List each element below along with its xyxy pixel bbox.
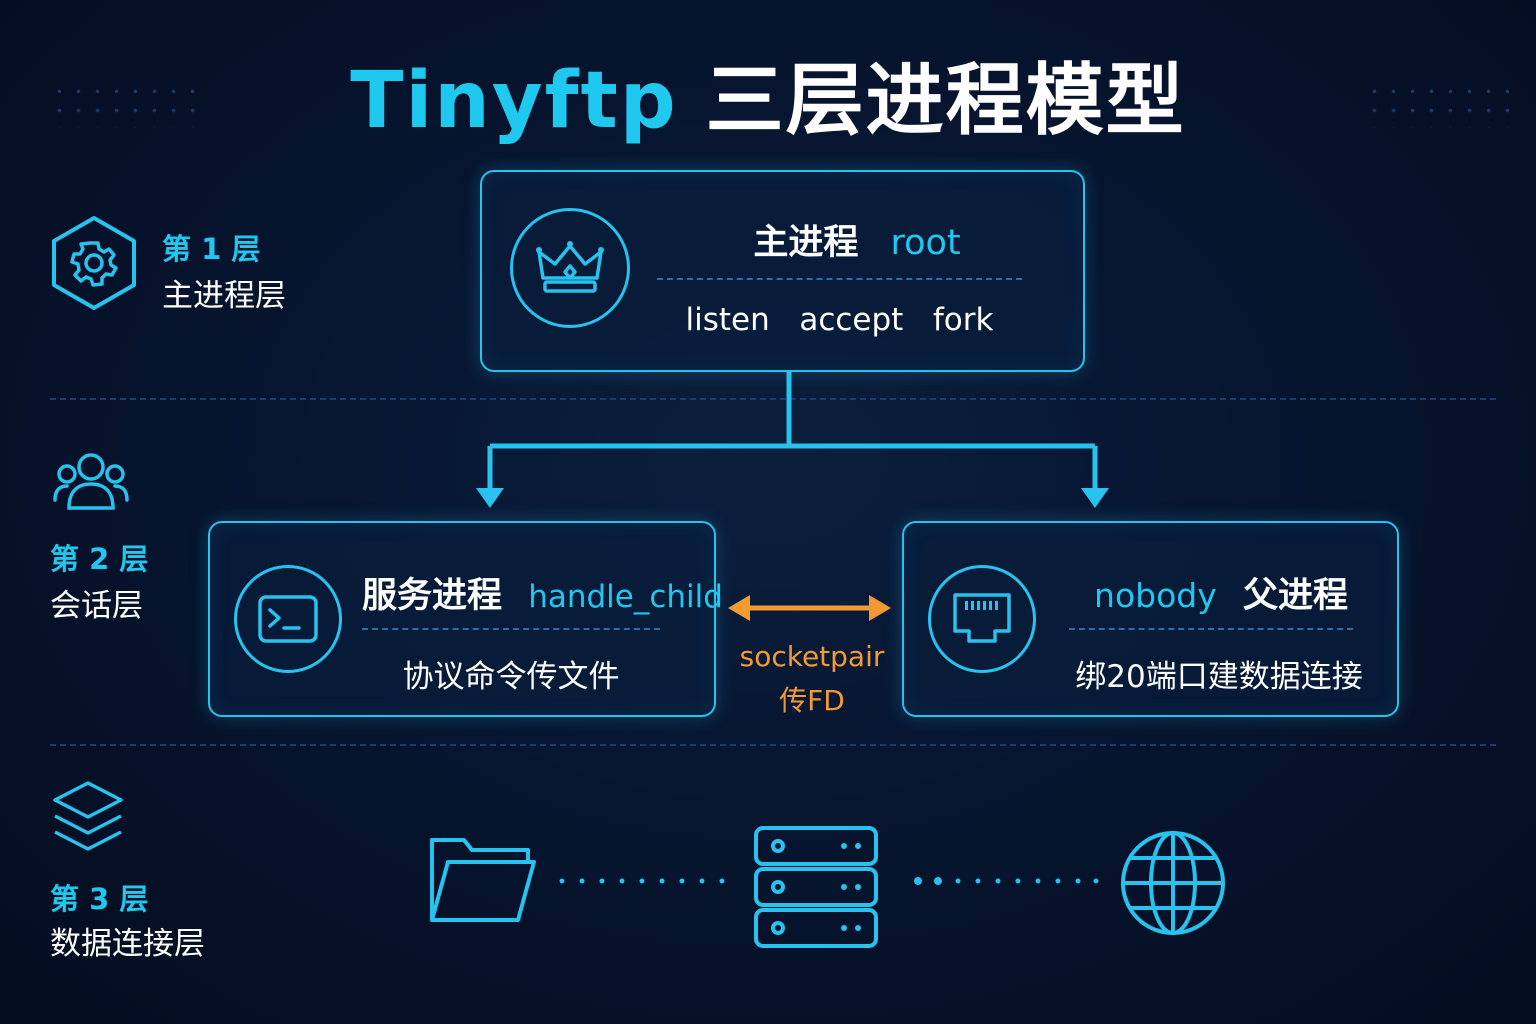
data-row-server (752, 824, 880, 954)
socketpair-label: socketpair 传FD (730, 640, 894, 719)
layer-2-number: 第 2 层 (50, 542, 149, 576)
nobody-process-icon (928, 565, 1036, 673)
layer-2-icon (52, 450, 130, 516)
socketpair-line2: 传FD (779, 684, 845, 717)
nobody-process-desc: 绑20端口建数据连接 (1075, 659, 1363, 695)
globe-icon (1121, 831, 1225, 935)
main-process-user: root (890, 223, 961, 263)
layers-icon (53, 781, 123, 851)
layer-1-name: 主进程层 (162, 278, 286, 314)
service-process-separator (362, 628, 660, 630)
data-row-dots-right (914, 877, 1099, 885)
server-icon (754, 826, 878, 948)
data-row-globe (1118, 828, 1228, 942)
main-process-box: 主进程 root listen accept fork (480, 170, 1085, 372)
users-icon (53, 453, 129, 510)
service-process-name: 服务进程 (362, 576, 503, 616)
service-process-desc: 协议命令传文件 (402, 659, 620, 695)
layer-divider-2 (50, 744, 1496, 746)
title-chinese: 三层进程模型 (705, 56, 1186, 146)
service-process-box: 服务进程 handle_child 协议命令传文件 (208, 521, 723, 717)
data-row-folder (426, 832, 538, 932)
layer-1-number: 第 1 层 (162, 232, 261, 266)
layer-3-icon (52, 780, 124, 858)
nobody-process-separator (1069, 628, 1353, 630)
layer-2-name: 会话层 (50, 588, 143, 624)
service-process-header: 服务进程 handle_child (362, 567, 723, 618)
socketpair-arrow (728, 595, 891, 621)
page-title: Tinyftp 三层进程模型 (0, 38, 1536, 150)
layer-divider-1 (50, 398, 1496, 400)
folder-icon (430, 838, 536, 922)
socketpair-line1: socketpair (739, 640, 885, 673)
layer-3-number: 第 3 层 (50, 882, 149, 916)
decor-dot-grid-left (50, 82, 200, 128)
gear-icon (52, 216, 136, 310)
nobody-process-header: nobody 父进程 (1066, 567, 1376, 618)
ethernet-port-icon (953, 593, 1011, 643)
title-english: Tinyftp (350, 56, 678, 146)
main-process-separator (657, 278, 1022, 280)
main-process-icon (510, 208, 630, 328)
service-process-func: handle_child (528, 579, 723, 615)
arrow-head-left (476, 488, 504, 508)
nobody-process-box: nobody 父进程 绑20端口建数据连接 (902, 521, 1399, 717)
nobody-process-name: 父进程 (1242, 576, 1348, 616)
arrow-head-right (1081, 488, 1109, 508)
layer-1-icon (50, 215, 138, 315)
crown-icon (536, 241, 604, 293)
service-process-icon (234, 565, 342, 673)
layer-3-name: 数据连接层 (50, 926, 205, 962)
main-process-header: 主进程 root (657, 214, 1057, 265)
main-process-actions: listen accept fork (685, 302, 994, 338)
nobody-process-user: nobody (1094, 576, 1217, 615)
terminal-icon (258, 595, 318, 643)
data-row-dots-left (559, 878, 725, 884)
main-process-name: 主进程 (753, 223, 859, 263)
decor-dot-grid-right (1365, 82, 1515, 128)
